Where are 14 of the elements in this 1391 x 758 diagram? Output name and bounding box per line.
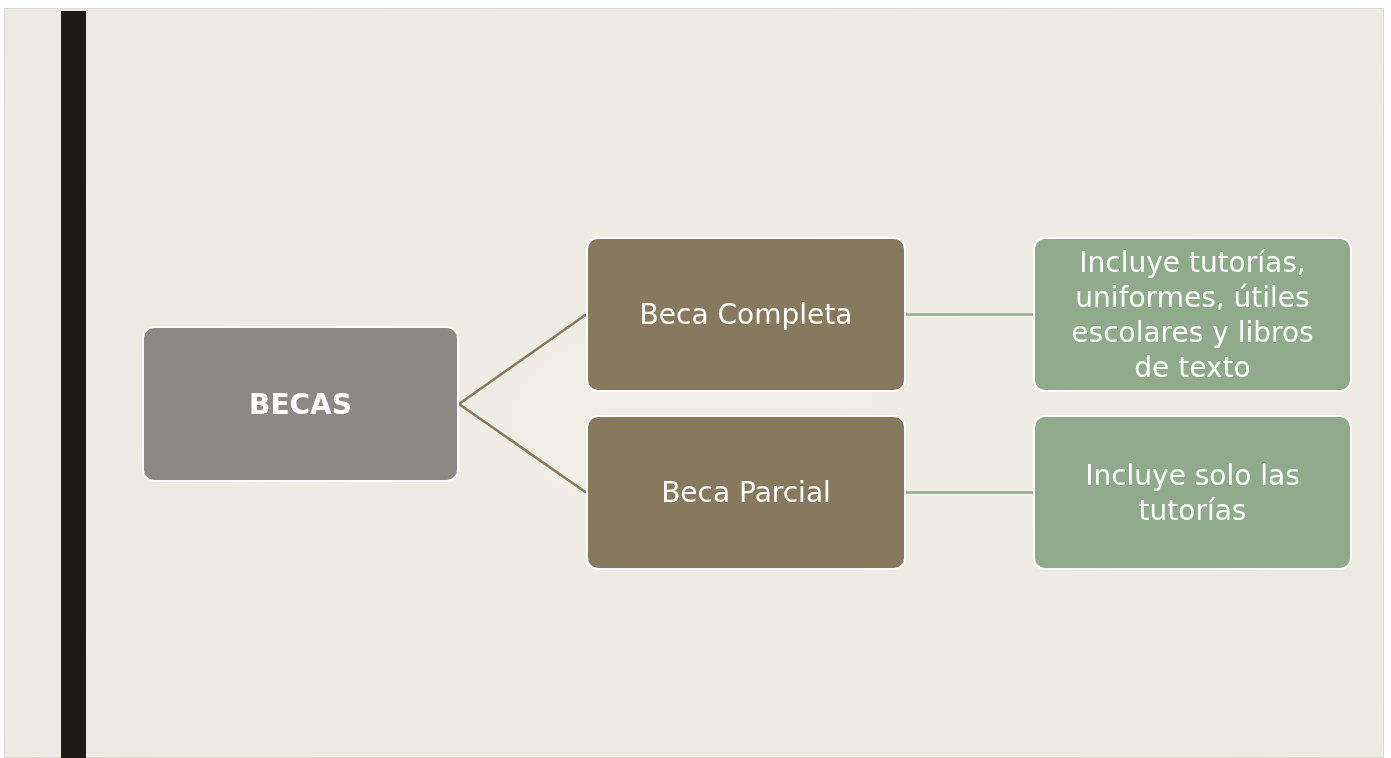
description-box [1033, 415, 1352, 570]
node-label: Beca Parcial [661, 475, 831, 510]
description-box [1033, 237, 1352, 392]
connector-line [458, 313, 587, 406]
node-label: BECAS [249, 386, 352, 422]
root-box [142, 326, 459, 482]
category-box [586, 237, 906, 392]
connector-line [458, 402, 587, 494]
connector-line [906, 313, 1033, 316]
connector-line [906, 491, 1033, 494]
node-label: Beca Completa [639, 297, 853, 332]
category-box [586, 415, 906, 570]
node-label: Incluye tutorías, uniformes, útiles escolares y libros de texto [1070, 244, 1315, 385]
node-label: Incluye solo las tutorías [1084, 457, 1301, 528]
